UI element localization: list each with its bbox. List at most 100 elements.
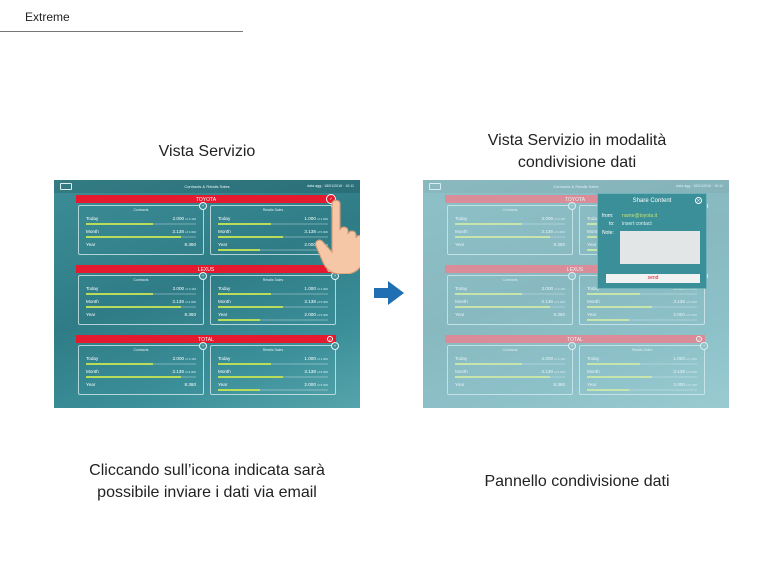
row-label: Month (86, 299, 99, 304)
row-label: Today (455, 356, 468, 361)
menu-icon[interactable] (60, 183, 72, 190)
row-value-target: of 5.000 (317, 370, 328, 374)
row-label: Year (455, 382, 465, 387)
row-value-number: 2.000 (304, 242, 316, 247)
progress-track (218, 249, 328, 252)
progress-bar (86, 376, 181, 379)
brand-name: LEXUS (197, 266, 215, 273)
brand-bar-total: TOTAL✓ (76, 335, 336, 343)
zoom-icon[interactable]: + (199, 272, 207, 280)
progress-bar (587, 306, 653, 309)
progress-bar (218, 319, 260, 322)
progress-bar (218, 376, 284, 379)
row-value: 2.000 of 3.118 (173, 286, 196, 291)
row-value-target: of 3.000 (554, 230, 565, 234)
right-description: Pannello condivisione dati (484, 473, 670, 490)
row-value-number: 8.360 (553, 382, 566, 387)
share-from-label: from: (602, 213, 614, 219)
row-label: Month (455, 229, 468, 234)
progress-track (587, 389, 697, 392)
zoom-icon[interactable]: + (199, 342, 207, 350)
card-title: Contracts (502, 278, 518, 282)
zoom-icon[interactable]: + (700, 342, 708, 350)
share-panel-title: Share Content (632, 198, 672, 204)
progress-track (587, 363, 697, 366)
progress-bar (455, 306, 550, 309)
share-to-input[interactable]: insert contact (622, 221, 652, 227)
row-value-number: 3.138 (172, 299, 184, 304)
row-value: 1.000 of 1.000 (673, 356, 697, 361)
zoom-icon[interactable]: + (331, 342, 339, 350)
row-value-target: of 3.000 (185, 370, 196, 374)
row-value-target: of 5.000 (686, 300, 697, 304)
brand-name: TOTAL (567, 336, 583, 343)
send-button[interactable]: send (606, 274, 700, 283)
zoom-icon[interactable]: + (568, 202, 576, 210)
row-label: Year (587, 382, 597, 387)
row-label: Month (86, 229, 99, 234)
card-row-year: Year 8.360 (452, 381, 568, 394)
row-value-number: 3.138 (541, 299, 553, 304)
row-value-target: of 5.000 (686, 383, 697, 387)
card-title: Retails Sales (262, 348, 284, 352)
progress-bar (455, 376, 550, 379)
row-label: Today (455, 216, 468, 221)
brand-bar-toyota: TOYOTA✓ (76, 194, 336, 204)
row-value-number: 3.138 (541, 229, 553, 234)
share-icon[interactable]: ✓ (696, 336, 702, 342)
row-value-number: 2.000 (304, 312, 316, 317)
row-value: 3.138 of 3.000 (172, 299, 196, 304)
row-value: 8.360 (554, 382, 566, 387)
row-value-target: of 3.000 (554, 300, 565, 304)
share-note-label: Note: (602, 230, 614, 236)
row-value: 2.000 of 3.118 (542, 356, 565, 361)
card-row-month: Month 3.138 of 3.000 (83, 298, 199, 311)
share-note-textarea[interactable] (620, 231, 700, 264)
card-row-today: Today 2.000 of 3.118 (452, 355, 568, 368)
row-value-target: of 3.000 (185, 230, 196, 234)
progress-bar (86, 223, 154, 226)
zoom-icon[interactable]: + (568, 342, 576, 350)
share-from-field[interactable]: name@toyota.it (622, 213, 658, 219)
row-label: Month (86, 369, 99, 374)
menu-icon[interactable] (429, 183, 441, 190)
row-label: Month (218, 299, 231, 304)
row-label: Today (218, 286, 231, 291)
title-divider (0, 31, 243, 32)
progress-bar (86, 363, 154, 366)
row-value-target: of 3.118 (185, 217, 196, 221)
row-value-number: 2.000 (172, 286, 185, 291)
app-header-info: data agg.: 18/01/2016 · 10:11 (307, 184, 354, 188)
card-title: Contracts (502, 208, 518, 212)
card-title: Contracts (502, 348, 518, 352)
row-value-number: 1.000 (304, 356, 316, 361)
share-icon[interactable]: ✓ (327, 336, 333, 342)
zoom-icon[interactable]: + (199, 202, 207, 210)
progress-track (218, 363, 328, 366)
row-value: 3.138 of 5.000 (304, 299, 328, 304)
row-value: 3.138 of 3.000 (541, 369, 565, 374)
row-value-number: 2.000 (304, 382, 316, 387)
close-icon[interactable]: ✕ (695, 197, 702, 204)
row-value-target: of 3.000 (554, 370, 565, 374)
row-value: 2.000 of 5.000 (304, 312, 328, 317)
progress-bar (587, 376, 653, 379)
share-content-panel: Share Content ✕ from: name@toyota.it to:… (597, 193, 707, 289)
row-label: Today (455, 286, 468, 291)
row-value-target: of 1.000 (317, 287, 328, 291)
right-caption-line1: Vista Servizio in modalità (487, 132, 667, 149)
zoom-icon[interactable]: + (568, 272, 576, 280)
